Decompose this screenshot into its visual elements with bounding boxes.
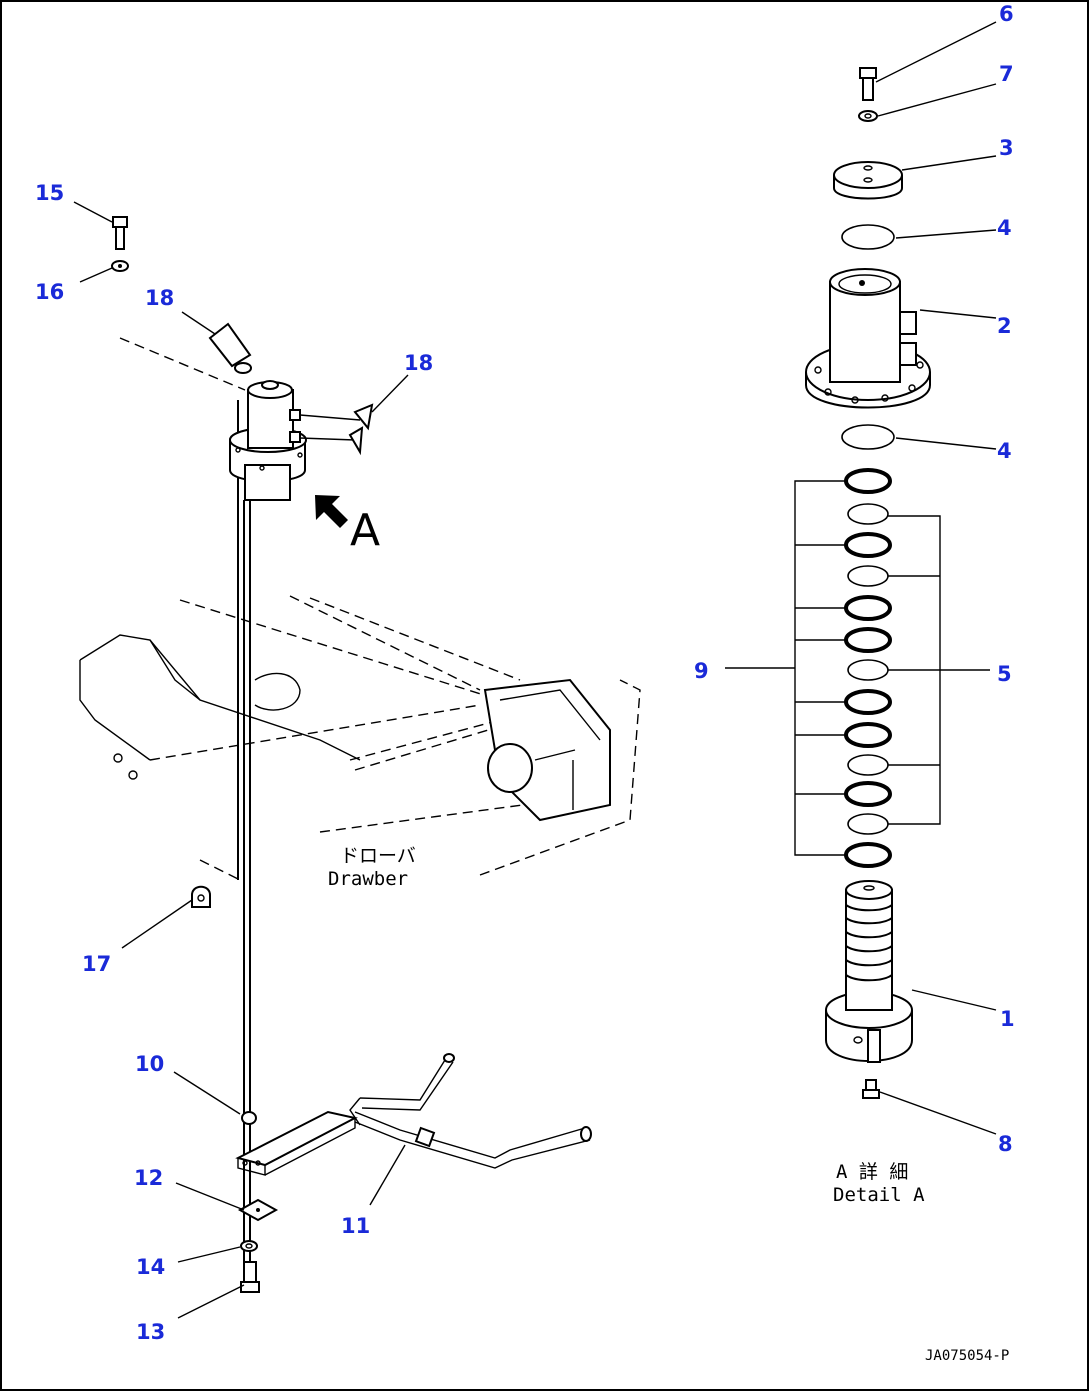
bolt-15 xyxy=(112,216,128,250)
callout-1: 1 xyxy=(1000,1007,1015,1031)
callout-17: 17 xyxy=(82,952,111,976)
view-arrow-label: A xyxy=(350,505,380,556)
cover-3 xyxy=(833,161,903,200)
leader-lines xyxy=(73,21,997,1319)
callout-11: 11 xyxy=(341,1214,370,1238)
seal-ring-9 xyxy=(844,781,892,807)
seal-ring-9 xyxy=(844,722,892,748)
callout-12: 12 xyxy=(134,1166,163,1190)
detail-label-jp: A 詳 細 xyxy=(836,1161,908,1183)
drawing-code: JA075054-P xyxy=(925,1348,1009,1364)
control-rod xyxy=(237,400,251,1280)
plate-12 xyxy=(237,1198,279,1222)
callout-2: 2 xyxy=(997,314,1012,338)
callout-16: 16 xyxy=(35,280,64,304)
backup-ring-5 xyxy=(847,565,889,587)
bolt-13 xyxy=(240,1261,260,1293)
o-ring-4-top xyxy=(841,224,895,250)
seal-ring-9 xyxy=(844,689,892,715)
seal-stack xyxy=(844,468,892,868)
text-labels: ドローバ Drawber A 詳 細 Detail A JA075054-P xyxy=(328,845,1009,1364)
callout-numbers: 15 16 18 18 17 10 12 11 14 13 6 7 3 4 2 … xyxy=(35,2,1015,1344)
callout-18-right: 18 xyxy=(404,351,433,375)
seal-ring-9 xyxy=(844,842,892,868)
plug-8 xyxy=(862,1079,880,1099)
callout-9: 9 xyxy=(694,659,709,683)
washer-14 xyxy=(240,1240,258,1252)
callout-18-top: 18 xyxy=(145,286,174,310)
clip-17 xyxy=(191,885,211,908)
bracket-9 xyxy=(725,480,846,856)
callout-4-lower: 4 xyxy=(997,439,1012,463)
callout-3: 3 xyxy=(999,136,1014,160)
callout-13: 13 xyxy=(136,1320,165,1344)
backup-ring-5 xyxy=(847,503,889,525)
washer-7 xyxy=(858,110,878,122)
backup-ring-5 xyxy=(847,659,889,681)
callout-10: 10 xyxy=(135,1052,164,1076)
callout-5: 5 xyxy=(997,662,1012,686)
seal-ring-9 xyxy=(844,532,892,558)
drawbar-label-jp: ドローバ xyxy=(340,845,416,867)
seal-ring-9 xyxy=(844,468,892,494)
backup-ring-5 xyxy=(847,813,889,835)
shaft-1 xyxy=(825,880,913,1063)
callout-14: 14 xyxy=(136,1255,165,1279)
washer-16 xyxy=(111,260,129,272)
detail-label-en: Detail A xyxy=(833,1184,925,1206)
o-ring-4-lower xyxy=(841,424,895,450)
backup-ring-5 xyxy=(847,754,889,776)
swivel-joint-small xyxy=(208,322,374,501)
seal-ring-9 xyxy=(844,595,892,621)
bracket-5 xyxy=(888,515,990,825)
drawbar-outline xyxy=(79,337,641,881)
bolt-6 xyxy=(859,67,877,101)
pedal-linkage xyxy=(235,1053,592,1176)
swivel-body-2 xyxy=(805,268,931,409)
callout-15: 15 xyxy=(35,181,64,205)
seal-ring-9 xyxy=(844,627,892,653)
callout-4-top: 4 xyxy=(997,216,1012,240)
view-arrow-a: A xyxy=(315,495,380,556)
callout-6: 6 xyxy=(999,2,1014,26)
callout-7: 7 xyxy=(999,62,1014,86)
drawbar-label-en: Drawber xyxy=(328,868,408,890)
callout-8: 8 xyxy=(998,1132,1013,1156)
